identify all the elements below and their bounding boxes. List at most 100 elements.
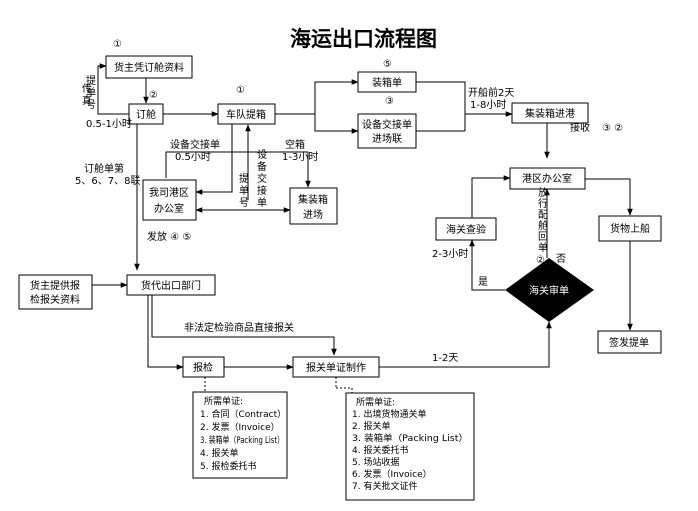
svg-text:装箱单: 装箱单 [372, 76, 402, 89]
svg-text:进场: 进场 [303, 208, 323, 221]
node-container-entry: 集装箱 进场 [289, 187, 338, 225]
svg-text:接: 接 [257, 184, 267, 197]
svg-text:7. 有关批文证件: 7. 有关批文证件 [352, 480, 417, 492]
non-legal-label: 非法定检验商品直接报关 [184, 321, 294, 334]
fax-label: 传 [82, 83, 92, 95]
svg-text:配: 配 [538, 209, 548, 221]
step-marker-5: ⑤ [383, 59, 392, 70]
svg-text:货物上船: 货物上船 [610, 222, 650, 235]
booking-copies-label: 订舱单第 [84, 162, 124, 175]
svg-text:海关查验: 海关查验 [446, 223, 486, 236]
svg-text:3. 装箱单（Packing List）: 3. 装箱单（Packing List） [352, 432, 468, 444]
svg-text:真: 真 [82, 94, 92, 107]
svg-text:集装箱: 集装箱 [298, 193, 328, 206]
node-booking: 订舱 [128, 103, 164, 125]
no-label: 否 [556, 253, 566, 265]
connectors [92, 63, 633, 393]
node-shipper-docs: 货主提供报 检报关资料 [18, 274, 93, 310]
svg-text:舱: 舱 [538, 219, 548, 232]
svg-text:办公室: 办公室 [154, 202, 184, 215]
svg-text:号: 号 [239, 197, 249, 209]
empty-time-label: 空箱 [285, 138, 305, 151]
svg-text:单: 单 [538, 242, 548, 254]
svg-text:1. 合同（Contract）: 1. 合同（Contract） [200, 408, 286, 420]
svg-text:②: ② [536, 255, 545, 266]
svg-text:2. 发票（Invoice）: 2. 发票（Invoice） [200, 421, 280, 433]
node-port-office: 我司港区 办公室 [142, 179, 197, 221]
svg-text:1-3小时: 1-3小时 [282, 151, 318, 163]
svg-text:单: 单 [257, 197, 267, 209]
svg-text:货主凭订舱资料: 货主凭订舱资料 [114, 61, 184, 74]
node-inspection: 报检 [182, 356, 225, 378]
svg-text:设备交接单: 设备交接单 [362, 118, 412, 131]
node-customs-inspection: 海关查验 [435, 217, 497, 241]
issue-label: 发放 ④ ⑤ [147, 230, 191, 243]
svg-text:报检: 报检 [193, 361, 213, 374]
node-truck-pickup: 车队提箱 [217, 103, 276, 125]
svg-text:1. 出境货物通关单: 1. 出境货物通关单 [352, 408, 426, 420]
svg-text:进场联: 进场联 [372, 132, 402, 145]
node-declaration: 报关单证制作 [292, 356, 380, 378]
svg-text:6. 发票（Invoice）: 6. 发票（Invoice） [352, 468, 432, 480]
release-label: 放 [538, 186, 548, 199]
svg-text:4. 报关单: 4. 报关单 [200, 447, 238, 459]
inspect-time-label: 2-3小时 [432, 248, 468, 260]
bl-no2-label: 提 [239, 173, 249, 185]
page-title: 海运出口流程图 [290, 26, 437, 51]
svg-text:单: 单 [239, 185, 249, 197]
svg-text:签发提单: 签发提单 [609, 336, 649, 349]
step-marker-2: ② [149, 90, 158, 101]
node-eir-entry: 设备交接单 进场联 [357, 113, 417, 149]
svg-text:3. 装箱单（Packing List）: 3. 装箱单（Packing List） [200, 434, 284, 446]
eir-vertical-label: 设 [257, 149, 267, 161]
node-customs-review: 海关审单 [505, 258, 594, 322]
declaration-docs-note: 所需单证: 1. 出境货物通关单 2. 报关单 3. 装箱单（Packing L… [345, 392, 475, 501]
svg-text:检报关资料: 检报关资料 [30, 293, 80, 306]
booking-time-label: 0.5-1小时 [86, 118, 132, 130]
node-packing-list: 装箱单 [357, 71, 417, 93]
svg-text:我司港区: 我司港区 [149, 187, 189, 199]
node-loading: 货物上船 [598, 215, 662, 242]
eir-time-label: 设备交接单 [170, 138, 220, 151]
node-forwarder-export: 货代出口部门 [126, 274, 216, 296]
svg-text:海关审单: 海关审单 [529, 284, 569, 297]
yes-label: 是 [478, 276, 488, 288]
svg-text:5. 场站收据: 5. 场站收据 [352, 456, 399, 468]
svg-text:备: 备 [257, 160, 267, 173]
node-bill-of-lading: 签发提单 [597, 330, 662, 354]
svg-text:5. 报检委托书: 5. 报检委托书 [200, 460, 256, 472]
svg-text:所需单证:: 所需单证: [204, 395, 243, 407]
step-marker-1b: ① [236, 85, 245, 96]
svg-text:货主提供报: 货主提供报 [30, 279, 80, 292]
svg-text:车队提箱: 车队提箱 [226, 108, 266, 121]
days-label: 1-2天 [432, 353, 458, 364]
svg-text:货代出口部门: 货代出口部门 [141, 279, 201, 292]
step-marker-1: ① [113, 39, 122, 50]
node-container-in-port: 集装箱进港 [511, 102, 589, 124]
svg-text:港区办公室: 港区办公室 [522, 172, 572, 185]
svg-text:4. 报关委托书: 4. 报关委托书 [352, 444, 408, 456]
svg-text:5、6、7、8联: 5、6、7、8联 [75, 175, 140, 187]
step-marker-3: ③ [385, 96, 394, 107]
svg-text:2. 报关单: 2. 报关单 [352, 420, 390, 432]
svg-text:订舱: 订舱 [136, 108, 156, 121]
svg-text:集装箱进港: 集装箱进港 [525, 107, 575, 120]
sailing-label: 开船前2天 [468, 86, 514, 99]
svg-text:0.5小时: 0.5小时 [175, 151, 211, 163]
receive-label: 接收 [570, 121, 590, 134]
svg-text:单: 单 [86, 87, 96, 99]
flow-labels: ① ② ① ⑤ ③ ③ ② 传 真 提 单 号 0.5-1小时 设备交接单 0.… [75, 39, 623, 364]
bl-no-label: 提 [86, 75, 96, 87]
svg-text:报关单证制作: 报关单证制作 [306, 361, 366, 374]
svg-text:号: 号 [86, 99, 96, 111]
inspection-docs-note: 所需单证: 1. 合同（Contract） 2. 发票（Invoice） 3. … [192, 391, 288, 479]
svg-text:行: 行 [538, 197, 548, 210]
svg-text:1-8小时: 1-8小时 [470, 99, 506, 111]
svg-text:交: 交 [257, 172, 267, 185]
step-marker-3-2: ③ ② [602, 123, 623, 134]
node-port-area-office: 港区办公室 [509, 167, 586, 190]
svg-text:回: 回 [538, 231, 548, 243]
node-shipper-booking: 货主凭订舱资料 [105, 55, 193, 79]
svg-text:所需单证:: 所需单证: [356, 396, 395, 408]
